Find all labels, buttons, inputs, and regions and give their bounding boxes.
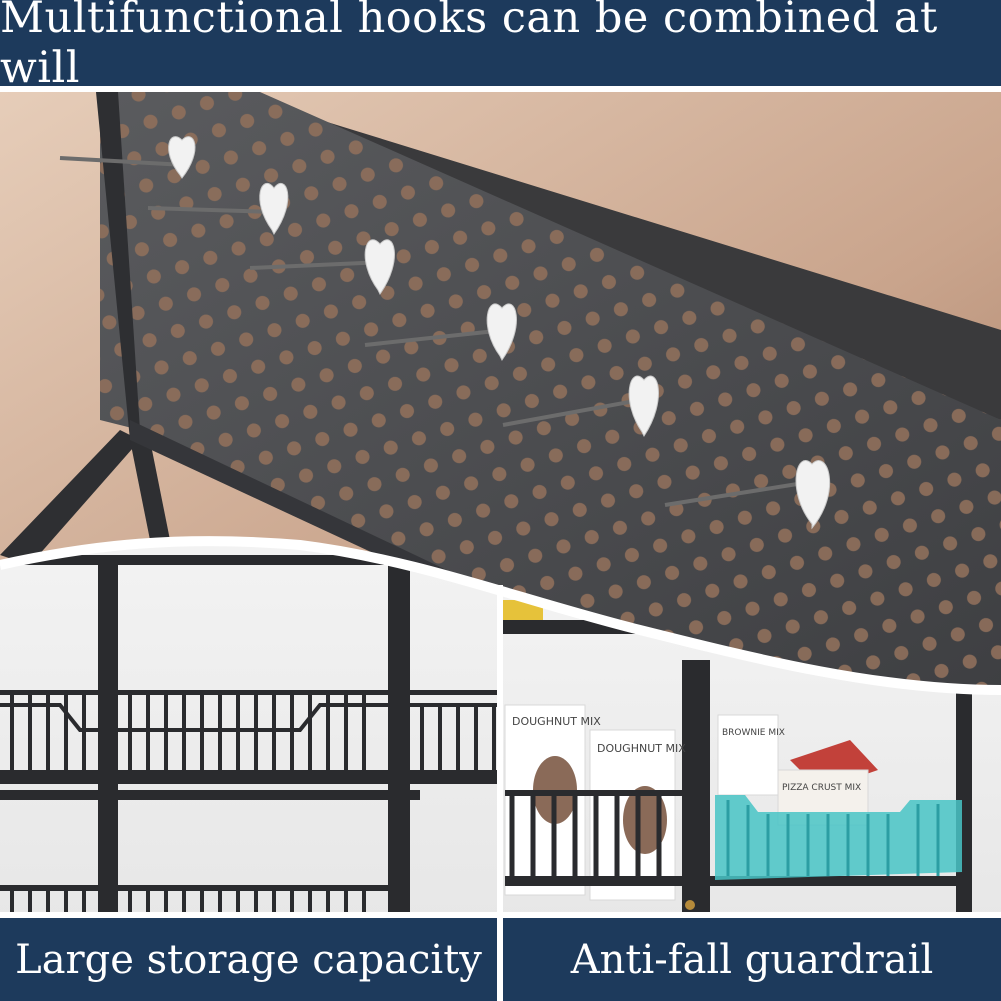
box-label: DOUGHNUT MIX	[512, 715, 601, 728]
heart-hook-icon	[59, 136, 196, 179]
heart-hook-icon	[147, 182, 289, 235]
storage-basket-photo	[0, 541, 497, 912]
heart-hook-icon	[249, 239, 395, 295]
product-box: DOUGHNUT MIX	[504, 704, 601, 896]
heart-hook-icon	[664, 460, 831, 530]
bottom-left-banner: Large storage capacity	[0, 918, 497, 1001]
product-photo-collage: DOUGHNUT MIX DOUGHNUT MIX BROWNIE MIX PI…	[0, 92, 1001, 912]
heart-hook-icon	[364, 303, 517, 361]
top-banner: Multifunctional hooks can be combined at…	[0, 0, 1001, 93]
box-label: BROWNIE MIX	[722, 728, 785, 738]
guardrail	[505, 790, 970, 886]
bottom-right-banner-title: Anti-fall guardrail	[570, 936, 934, 983]
box-label: DOUGHNUT MIX	[597, 742, 686, 755]
bottom-left-banner-title: Large storage capacity	[15, 936, 482, 983]
product-box: BROWNIE MIX	[717, 714, 785, 796]
box-label: PIZZA CRUST MIX	[782, 783, 861, 793]
guardrail-highlight	[715, 795, 962, 880]
top-banner-title: Multifunctional hooks can be combined at…	[0, 0, 938, 93]
bottom-right-banner: Anti-fall guardrail	[503, 918, 1001, 1001]
heart-hook-icon	[502, 375, 659, 437]
product-illustration: DOUGHNUT MIX DOUGHNUT MIX BROWNIE MIX PI…	[0, 92, 1001, 912]
